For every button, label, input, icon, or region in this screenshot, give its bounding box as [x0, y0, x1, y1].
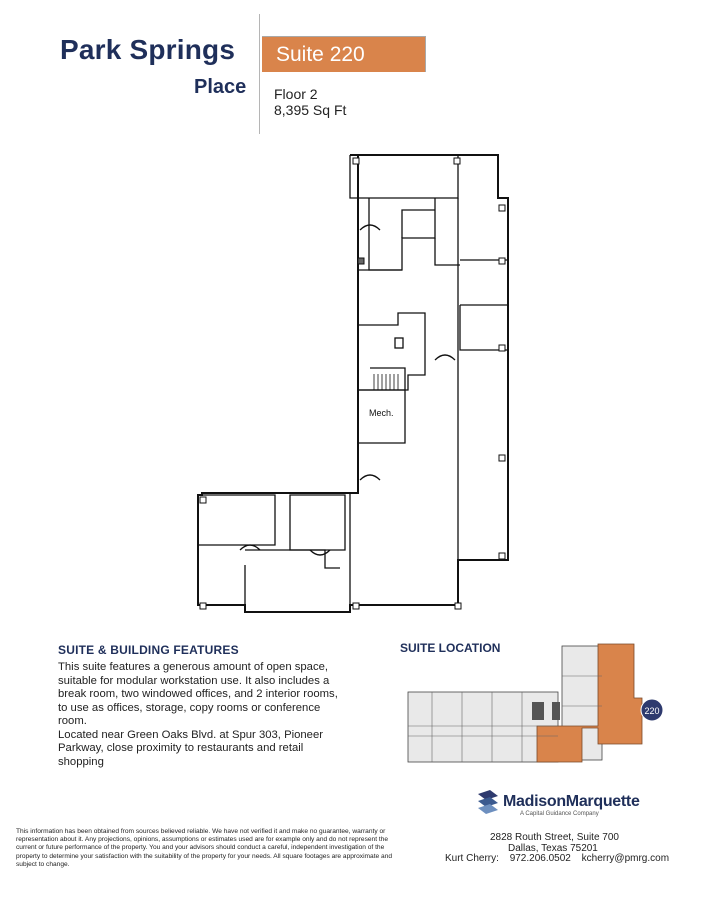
address-line-2: Dallas, Texas 75201 [508, 843, 598, 854]
square-footage: 8,395 Sq Ft [274, 102, 347, 118]
contact-email[interactable]: kcherry@pmrg.com [581, 853, 670, 864]
floor-plan: Mech. [170, 150, 520, 625]
address-line-1: 2828 Routh Street, Suite 700 [490, 832, 619, 843]
suite-badge: Suite 220 [262, 36, 426, 72]
mech-room-label: Mech. [369, 408, 394, 418]
features-body: This suite features a generous amount of… [58, 661, 348, 769]
suite-marker: 220 [644, 706, 659, 716]
location-paragraph: Located near Green Oaks Blvd. at Spur 30… [58, 728, 324, 768]
location-map-drawing: 220 [407, 643, 664, 763]
floor-plan-drawing: Mech. [197, 154, 509, 613]
header-divider [259, 14, 260, 134]
contact-name: Kurt Cherry: [445, 853, 499, 864]
features-heading: SUITE & BUILDING FEATURES [58, 643, 239, 657]
disclaimer: This information has been obtained from … [16, 828, 393, 868]
property-title: Park Springs [60, 34, 236, 65]
features-paragraph: This suite features a generous amount of… [58, 661, 338, 727]
location-map: 220 [402, 636, 672, 771]
contact-line: Kurt Cherry: 972.206.0502 kcherry@pmrg.c… [445, 853, 677, 864]
property-subtitle: Place [194, 76, 247, 98]
floor-label: Floor 2 [274, 86, 318, 102]
madison-marquette-logo-icon [476, 788, 500, 821]
contact-phone[interactable]: 972.206.0502 [509, 853, 571, 864]
brand-name: MadisonMarquette [503, 793, 640, 810]
brand-tagline: A Capital Guidance Company [520, 811, 599, 817]
location-heading: SUITE LOCATION [400, 641, 501, 655]
